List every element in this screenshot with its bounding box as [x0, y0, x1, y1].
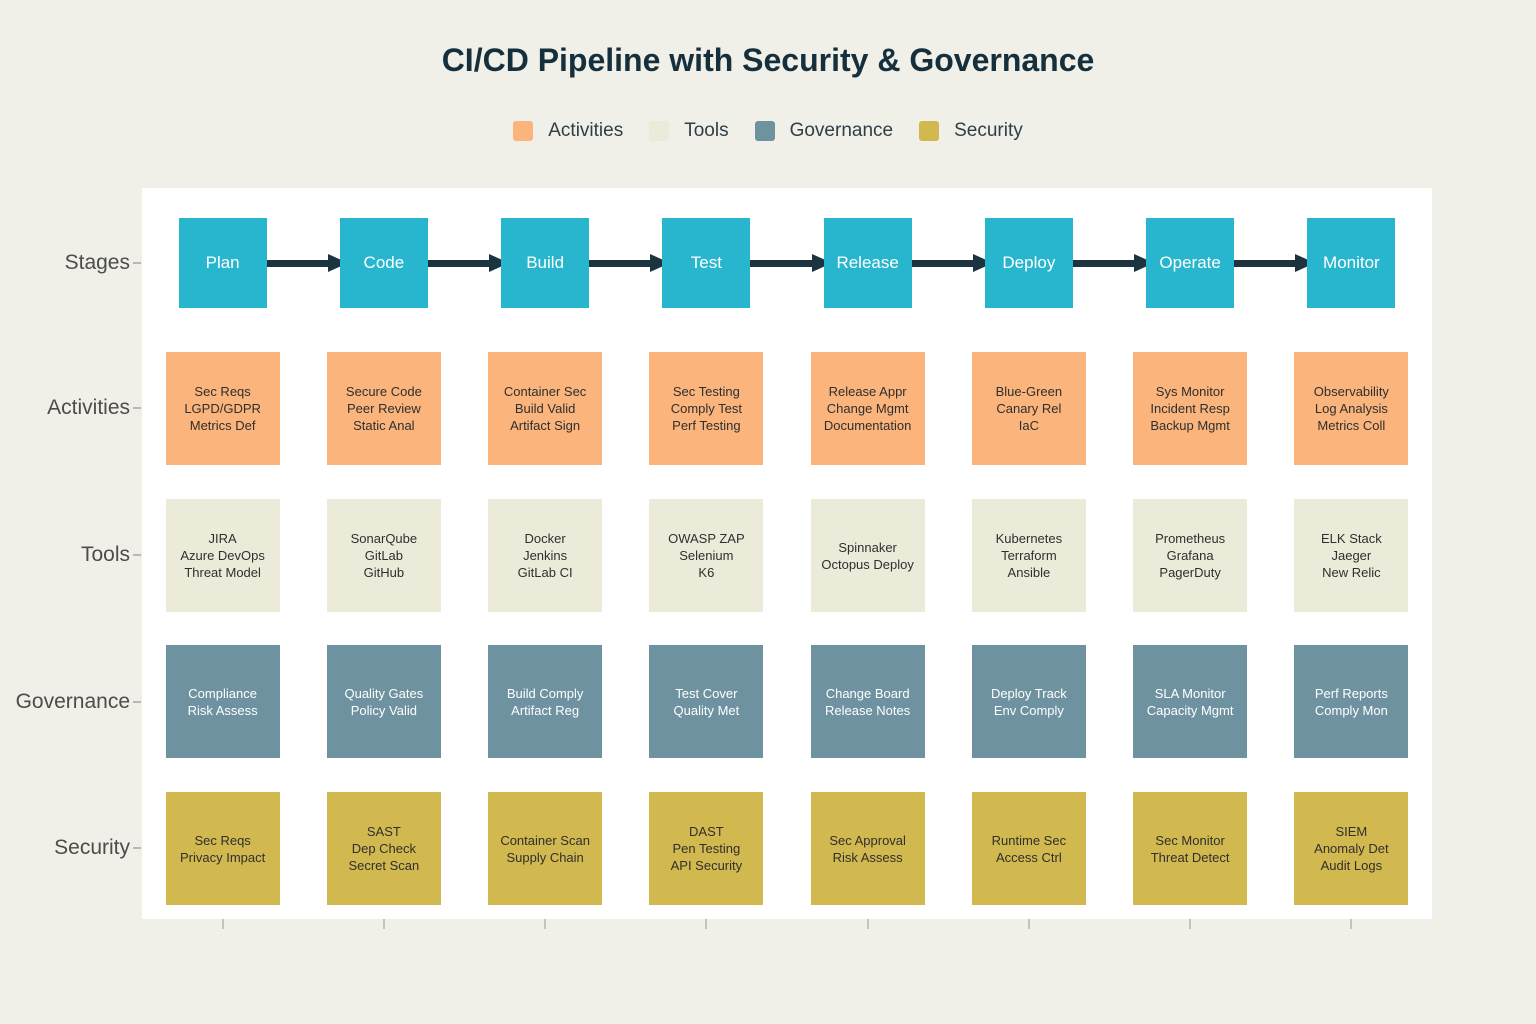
- row-label-governance: Governance: [15, 690, 130, 713]
- bottom-axis-tick: [1027, 919, 1030, 929]
- bottom-axis-tick: [705, 919, 708, 929]
- flow-arrow: [589, 254, 671, 272]
- security-cell-monitor: SIEM Anomaly Det Audit Logs: [1294, 792, 1409, 905]
- activities-cell-release: Release Appr Change Mgmt Documentation: [810, 352, 925, 465]
- stage-box-build: Build: [501, 218, 590, 308]
- row-label-tick: [133, 701, 141, 703]
- legend-swatch-governance-icon: [754, 121, 775, 141]
- diagram-panel: Plan Code Build Test Release Deploy Operate Mon…: [142, 188, 1432, 919]
- bottom-axis-tick: [1189, 919, 1192, 929]
- governance-cell-release: Change Board Release Notes: [810, 645, 925, 758]
- row-label-tools: Tools: [80, 543, 130, 566]
- legend-item: Tools: [649, 120, 729, 142]
- activities-cell-operate: Sys Monitor Incident Resp Backup Mgmt: [1133, 352, 1248, 465]
- legend-label: Security: [954, 120, 1023, 141]
- activities-cell-deploy: Blue-Green Canary Rel IaC: [971, 352, 1086, 465]
- tools-cell-build: Docker Jenkins GitLab CI: [488, 499, 603, 612]
- row-label-tick: [133, 554, 141, 556]
- security-cell-operate: Sec Monitor Threat Detect: [1133, 792, 1248, 905]
- tools-cell-test: OWASP ZAP Selenium K6: [649, 499, 764, 612]
- arrow-shaft: [1072, 259, 1135, 267]
- security-cell-deploy: Runtime Sec Access Ctrl: [971, 792, 1086, 905]
- row-label-tick: [133, 847, 141, 849]
- security-cell-test: DAST Pen Testing API Security: [649, 792, 764, 905]
- page-title: CI/CD Pipeline with Security & Governanc…: [441, 42, 1095, 78]
- governance-cell-deploy: Deploy Track Env Comply: [971, 645, 1086, 758]
- flow-arrow: [427, 254, 510, 272]
- tools-cell-deploy: Kubernetes Terraform Ansible: [971, 499, 1086, 612]
- tools-cell-plan: JIRA Azure DevOps Threat Model: [165, 499, 280, 612]
- arrow-shaft: [589, 259, 651, 267]
- legend-label: Activities: [548, 120, 624, 141]
- arrow-shaft: [266, 259, 328, 267]
- stage-box-code: Code: [339, 218, 428, 308]
- stage-box-test: Test: [662, 218, 751, 308]
- bottom-axis-tick: [544, 919, 547, 929]
- tools-cell-release: Spinnaker Octopus Deploy: [810, 499, 925, 612]
- bottom-axis-tick: [382, 919, 385, 929]
- flow-arrow: [1234, 254, 1316, 272]
- row-label-tick: [133, 262, 141, 264]
- flow-arrow: [911, 254, 993, 272]
- governance-cell-plan: Compliance Risk Assess: [165, 645, 280, 758]
- bottom-axis-tick: [1350, 919, 1353, 929]
- flow-arrow: [750, 254, 832, 272]
- legend-swatch-activities-icon: [513, 121, 534, 141]
- legend-swatch-security-icon: [919, 121, 940, 141]
- stage-box-release: Release: [823, 218, 912, 308]
- governance-cell-code: Quality Gates Policy Valid: [326, 645, 441, 758]
- security-cell-release: Sec Approval Risk Assess: [810, 792, 925, 905]
- security-cell-build: Container Scan Supply Chain: [488, 792, 603, 905]
- tools-cell-code: SonarQube GitLab GitHub: [326, 499, 441, 612]
- legend-label: Governance: [789, 120, 894, 141]
- row-label-stages: Stages: [64, 251, 130, 274]
- legend-label: Tools: [684, 120, 729, 141]
- tools-cell-monitor: ELK Stack Jaeger New Relic: [1294, 499, 1409, 612]
- bottom-axis-tick: [221, 919, 224, 929]
- flow-arrow: [266, 254, 348, 272]
- security-cell-code: SAST Dep Check Secret Scan: [326, 792, 441, 905]
- governance-cell-monitor: Perf Reports Comply Mon: [1294, 645, 1409, 758]
- arrow-shaft: [427, 259, 490, 267]
- governance-cell-operate: SLA Monitor Capacity Mgmt: [1133, 645, 1248, 758]
- activities-cell-monitor: Observability Log Analysis Metrics Coll: [1294, 352, 1409, 465]
- row-label-activities: Activities: [47, 396, 130, 419]
- tools-cell-operate: Prometheus Grafana PagerDuty: [1133, 499, 1248, 612]
- stage-box-operate: Operate: [1146, 218, 1235, 308]
- arrow-shaft: [1234, 259, 1296, 267]
- governance-cell-build: Build Comply Artifact Reg: [488, 645, 603, 758]
- legend-item: Activities: [513, 120, 623, 142]
- arrow-shaft: [911, 259, 973, 267]
- row-label-security: Security: [54, 836, 130, 859]
- activities-cell-plan: Sec Reqs LGPD/GDPR Metrics Def: [165, 352, 280, 465]
- legend-item: Security: [919, 120, 1023, 142]
- arrow-shaft: [750, 259, 812, 267]
- legend-item: Governance: [754, 120, 894, 142]
- legend-swatch-tools-icon: [649, 121, 670, 141]
- row-label-tick: [133, 407, 141, 409]
- bottom-axis-tick: [866, 919, 869, 929]
- security-cell-plan: Sec Reqs Privacy Impact: [165, 792, 280, 905]
- activities-cell-test: Sec Testing Comply Test Perf Testing: [649, 352, 764, 465]
- activities-cell-code: Secure Code Peer Review Static Anal: [326, 352, 441, 465]
- stage-box-deploy: Deploy: [984, 218, 1073, 308]
- governance-cell-test: Test Cover Quality Met: [649, 645, 764, 758]
- stage-box-plan: Plan: [178, 218, 267, 308]
- stage-box-monitor: Monitor: [1307, 218, 1396, 308]
- legend: Activities Tools Governance Security: [0, 120, 1536, 142]
- activities-cell-build: Container Sec Build Valid Artifact Sign: [488, 352, 603, 465]
- flow-arrow: [1072, 254, 1155, 272]
